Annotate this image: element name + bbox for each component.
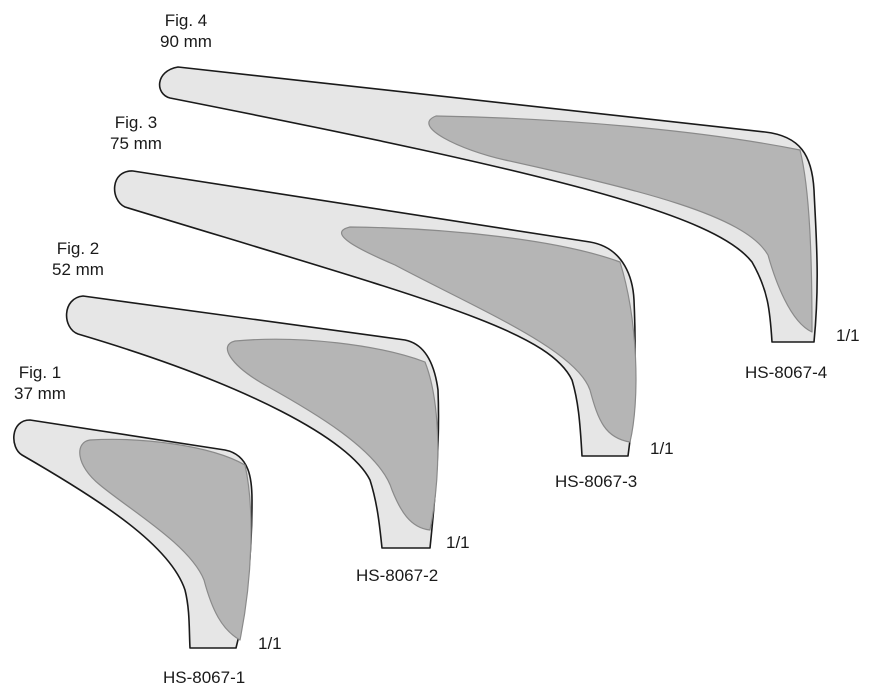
fig-1-title: Fig. 1 (18, 363, 62, 382)
instrument-fig-4 (158, 66, 818, 343)
fig-4-scale: 1/1 (836, 326, 860, 345)
shaded-area-fig-1 (79, 438, 252, 641)
fig-4-code: HS-8067-4 (745, 363, 828, 382)
fig-3-scale: 1/1 (650, 439, 674, 458)
fig-4-title: Fig. 4 (164, 11, 208, 30)
shaded-area-fig-3 (341, 226, 637, 443)
fig-3-label: Fig. 3 75 mm (96, 112, 176, 154)
fig-3-code: HS-8067-3 (555, 472, 638, 491)
fig-3-size: 75 mm (110, 134, 162, 153)
fig-3-title: Fig. 3 (114, 113, 158, 132)
shaded-area-fig-2 (226, 338, 439, 531)
fig-2-code: HS-8067-2 (356, 566, 439, 585)
fig-1-code: HS-8067-1 (163, 668, 246, 687)
fig-4-label: Fig. 4 90 mm (146, 10, 226, 52)
instrument-fig-1 (13, 419, 253, 649)
fig-1-label: Fig. 1 37 mm (0, 362, 80, 404)
instrument-fig-2 (65, 295, 440, 549)
fig-2-size: 52 mm (52, 260, 104, 279)
shaded-area-fig-4 (428, 115, 813, 333)
fig-2-label: Fig. 2 52 mm (38, 238, 118, 280)
fig-1-size: 37 mm (14, 384, 66, 403)
instrument-fig-3 (113, 170, 637, 457)
fig-2-title: Fig. 2 (56, 239, 100, 258)
fig-1-scale: 1/1 (258, 634, 282, 653)
fig-2-scale: 1/1 (446, 533, 470, 552)
fig-4-size: 90 mm (160, 32, 212, 51)
